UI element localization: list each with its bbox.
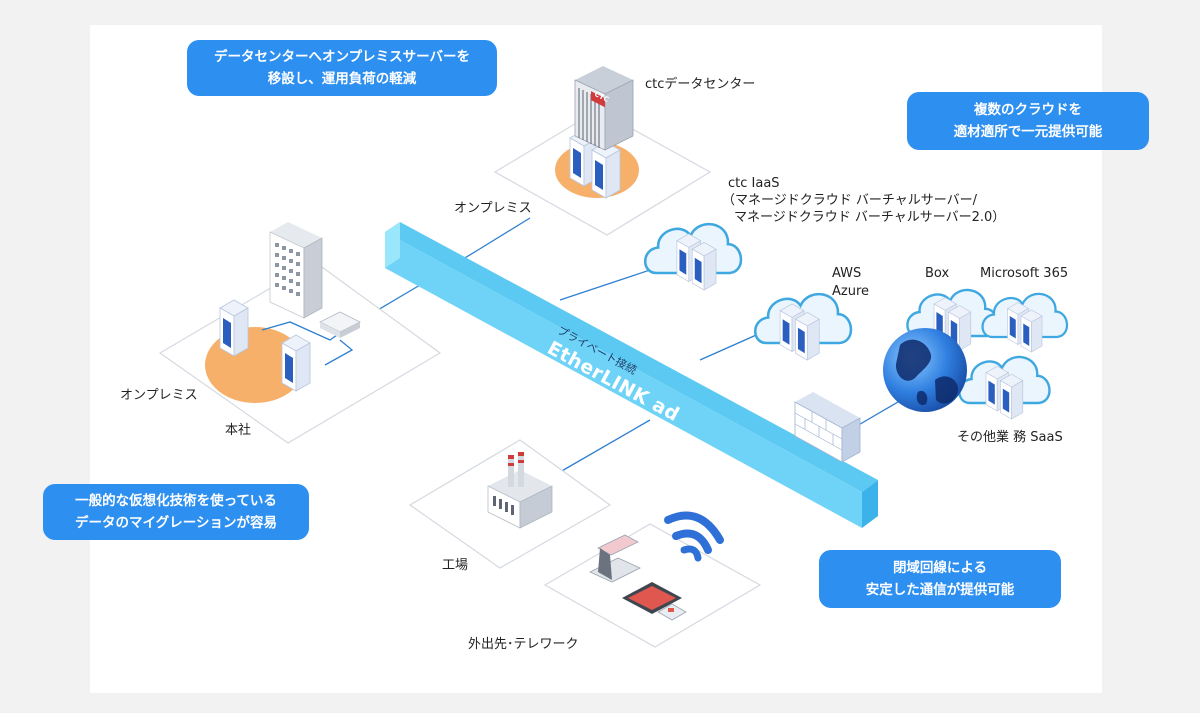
factory-platform: [408, 439, 612, 569]
label-aws: AWS: [832, 266, 862, 281]
hq-platform: [158, 261, 442, 444]
etherlink-bar: [385, 222, 878, 528]
label-factory: 工場: [442, 558, 469, 573]
callout-closednetwork-line2: 安定した通信が提供可能: [865, 582, 1015, 598]
wifi-icon: [664, 511, 724, 562]
globe-icon: [883, 328, 967, 412]
cloud-aws-azure-icon: [753, 292, 853, 361]
datacenter-rack-icon: [574, 66, 634, 151]
label-onprem-dc: オンプレミス: [454, 201, 532, 216]
label-hq: 本社: [225, 423, 252, 438]
callout-multicloud-line2: 適材適所で一元提供可能: [953, 124, 1103, 140]
label-box: Box: [925, 266, 950, 281]
callout-virtualization: 一般的な仮想化技術を使っている データのマイグレーションが容易: [43, 484, 309, 540]
cloud-saas-icon: [958, 355, 1051, 420]
tablet-icon: [622, 582, 682, 614]
callout-virtualization-line1: 一般的な仮想化技術を使っている: [75, 493, 277, 509]
office-building-icon: [269, 222, 323, 319]
firewall-icon: [794, 392, 861, 463]
factory-icon: [487, 452, 553, 529]
laptop-icon: [589, 534, 641, 583]
label-ctc-iaas-line2: マネージドクラウド バーチャルサーバー2.0）: [734, 210, 1006, 225]
callout-migration-line2: 移設し、運用負荷の軽減: [267, 71, 417, 87]
label-ctc-iaas: ctc IaaS: [728, 176, 780, 191]
cloud-m365-icon: [981, 292, 1069, 353]
label-telework: 外出先･テレワーク: [468, 637, 579, 652]
label-ctc-iaas-line1: （マネージドクラウド バーチャルサーバー/: [722, 193, 977, 208]
callout-migration-line1: データセンターへオンプレミスサーバーを: [214, 49, 470, 65]
telework-platform: [543, 511, 762, 648]
label-onprem-hq: オンプレミス: [120, 388, 198, 403]
label-other-saas: その他業 務 SaaS: [957, 430, 1063, 445]
label-azure: Azure: [832, 284, 870, 299]
callout-virtualization-line2: データのマイグレーションが容易: [75, 515, 277, 531]
label-microsoft365: Microsoft 365: [980, 266, 1069, 281]
callout-migration: データセンターへオンプレミスサーバーを 移設し、運用負荷の軽減: [187, 40, 497, 96]
datacenter-platform: [493, 109, 712, 236]
smartphone-icon: [657, 603, 687, 621]
callout-closednetwork-line1: 閉域回線による: [892, 560, 988, 576]
cloud-iaas-icon: [643, 222, 743, 291]
callout-multicloud-line1: 複数のクラウドを: [974, 102, 1082, 118]
callout-closednetwork: 閉域回線による 安定した通信が提供可能: [819, 550, 1061, 608]
label-ctc-datacenter: ctcデータセンター: [645, 77, 756, 92]
callout-multicloud: 複数のクラウドを 適材適所で一元提供可能: [907, 92, 1149, 150]
